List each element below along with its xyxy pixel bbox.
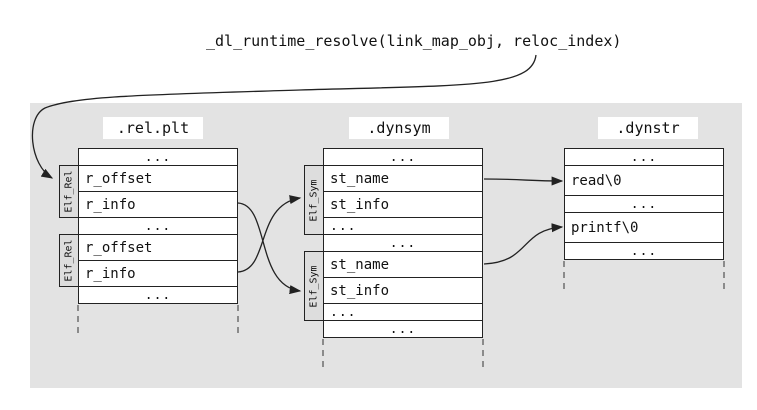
dynstr-title: .dynstr [598, 117, 698, 139]
sym-entry-2-name: st_name [323, 251, 483, 278]
elf-rel-tag: Elf_Rel [59, 234, 79, 287]
rel-plt-ellipsis: ... [78, 217, 238, 235]
rel-plt-ellipsis: ... [78, 286, 238, 304]
resolve-call-label: _dl_runtime_resolve(link_map_obj, reloc_… [206, 32, 622, 50]
rel-entry-1-info: r_info [78, 191, 238, 218]
rel-plt-ellipsis: ... [78, 148, 238, 166]
sym-entry-2-info: st_info [323, 277, 483, 304]
sym-entry-1-info: st_info [323, 191, 483, 218]
sym-entry-1-more: ... [323, 217, 483, 235]
sym-entry-2-more: ... [323, 303, 483, 321]
dynstr-ellipsis: ... [564, 148, 724, 166]
dynstr-ellipsis: ... [564, 242, 724, 260]
dynstr-ellipsis: ... [564, 195, 724, 213]
rel-plt-title: .rel.plt [103, 117, 203, 139]
elf-sym-tag: Elf_Sym [304, 165, 324, 235]
elf-rel-tag: Elf_Rel [59, 165, 79, 218]
str-read: read\0 [564, 165, 724, 196]
dynsym-ellipsis: ... [323, 234, 483, 252]
elf-sym-tag: Elf_Sym [304, 251, 324, 321]
dynsym-ellipsis: ... [323, 148, 483, 166]
sym-entry-1-name: st_name [323, 165, 483, 192]
rel-entry-2-offset: r_offset [78, 234, 238, 261]
str-printf: printf\0 [564, 212, 724, 243]
rel-entry-2-info: r_info [78, 260, 238, 287]
dynsym-title: .dynsym [349, 117, 449, 139]
dynsym-ellipsis: ... [323, 320, 483, 338]
rel-entry-1-offset: r_offset [78, 165, 238, 192]
